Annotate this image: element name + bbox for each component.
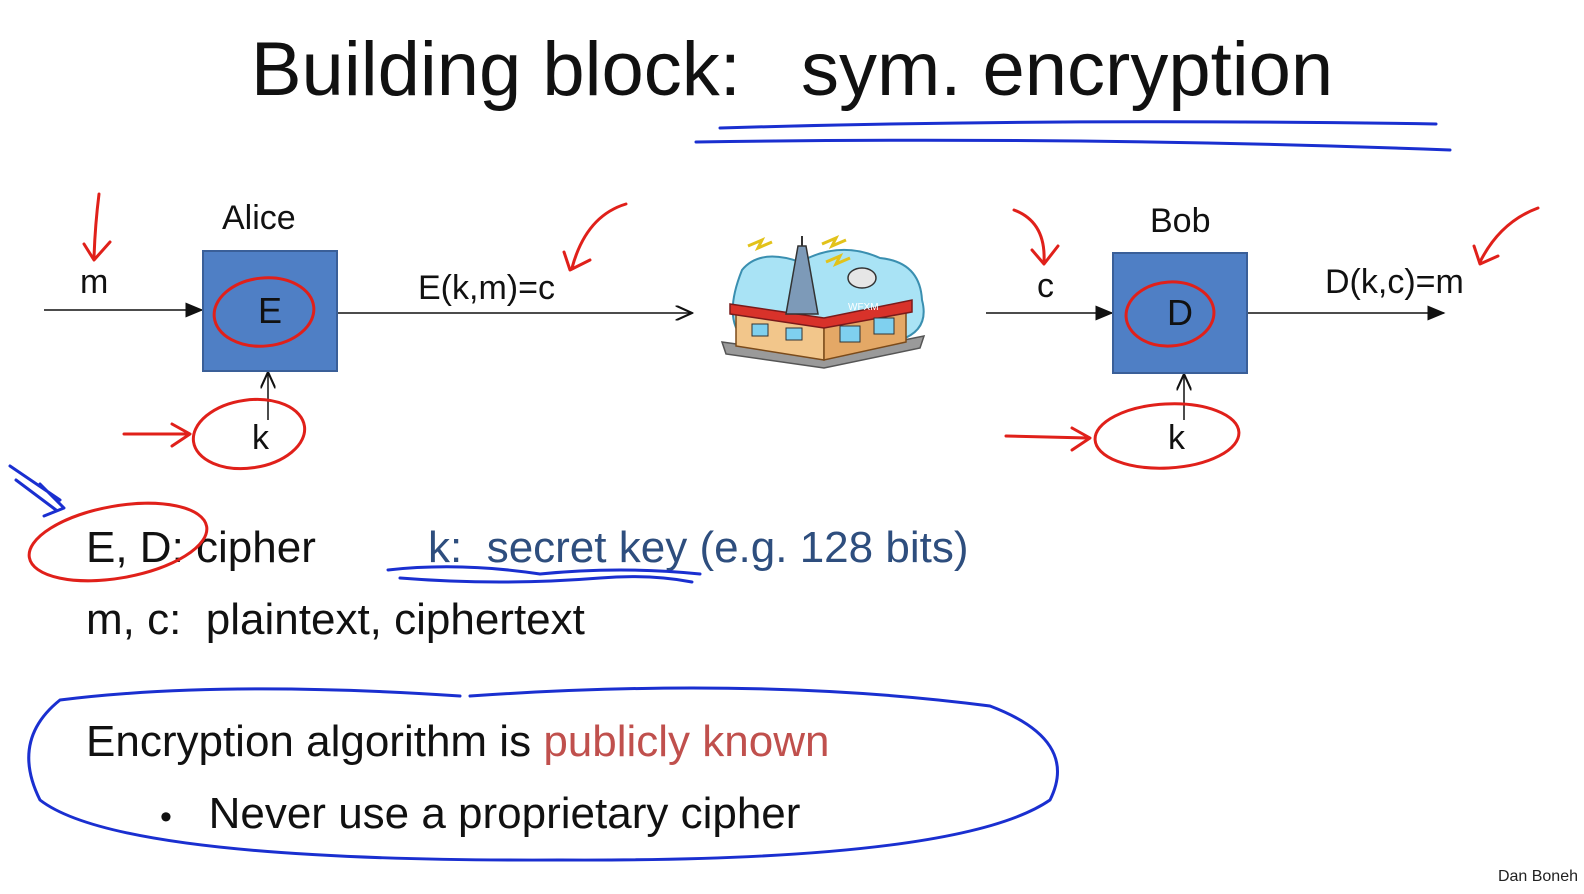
definition-cipher: E, D: cipher (86, 522, 316, 574)
title-left: Building block: (250, 27, 741, 112)
definition-key: k: secret key (e.g. 128 bits) (428, 522, 968, 574)
encrypt-output-label: E(k,m)=c (418, 269, 555, 307)
svg-text:WFXM: WFXM (848, 302, 879, 313)
c-input-label: c (1037, 267, 1054, 305)
definition-term: m, c: (86, 595, 182, 644)
principle-line: Encryption algorithm is publicly known (86, 716, 829, 768)
bob-key-label: k (1168, 419, 1185, 457)
principle-bullet: • Never use a proprietary cipher (160, 788, 800, 843)
m-input-label: m (80, 263, 109, 301)
alice-key-label: k (252, 419, 269, 457)
decrypt-box-label: D (1167, 292, 1193, 333)
definition-term: E, D: (86, 523, 184, 572)
principle-highlight: publicly known (543, 717, 830, 766)
title-right: sym. encryption (800, 27, 1334, 112)
definition-messages: m, c: plaintext, ciphertext (86, 594, 585, 646)
encrypt-box-label: E (257, 290, 282, 331)
definition-term: k: (428, 523, 463, 572)
definition-text: plaintext, ciphertext (205, 595, 585, 644)
decrypt-box: D (1112, 252, 1248, 374)
definition-text: cipher (196, 523, 316, 572)
radio-station-icon: WFXM (720, 235, 926, 369)
bullet-text: Never use a proprietary cipher (208, 789, 801, 838)
alice-label: Alice (222, 199, 296, 237)
slide-title: Building block: sym. encryption (0, 22, 1584, 118)
bob-label: Bob (1150, 202, 1211, 240)
definition-text: secret key (486, 523, 688, 572)
definition-note: (e.g. 128 bits) (699, 523, 969, 572)
decrypt-output-label: D(k,c)=m (1325, 263, 1464, 301)
author-credit: Dan Boneh (1497, 868, 1578, 885)
encrypt-box: E (202, 250, 338, 372)
bullet-dot-icon: • (160, 798, 172, 836)
principle-text: Encryption algorithm is (86, 717, 532, 766)
